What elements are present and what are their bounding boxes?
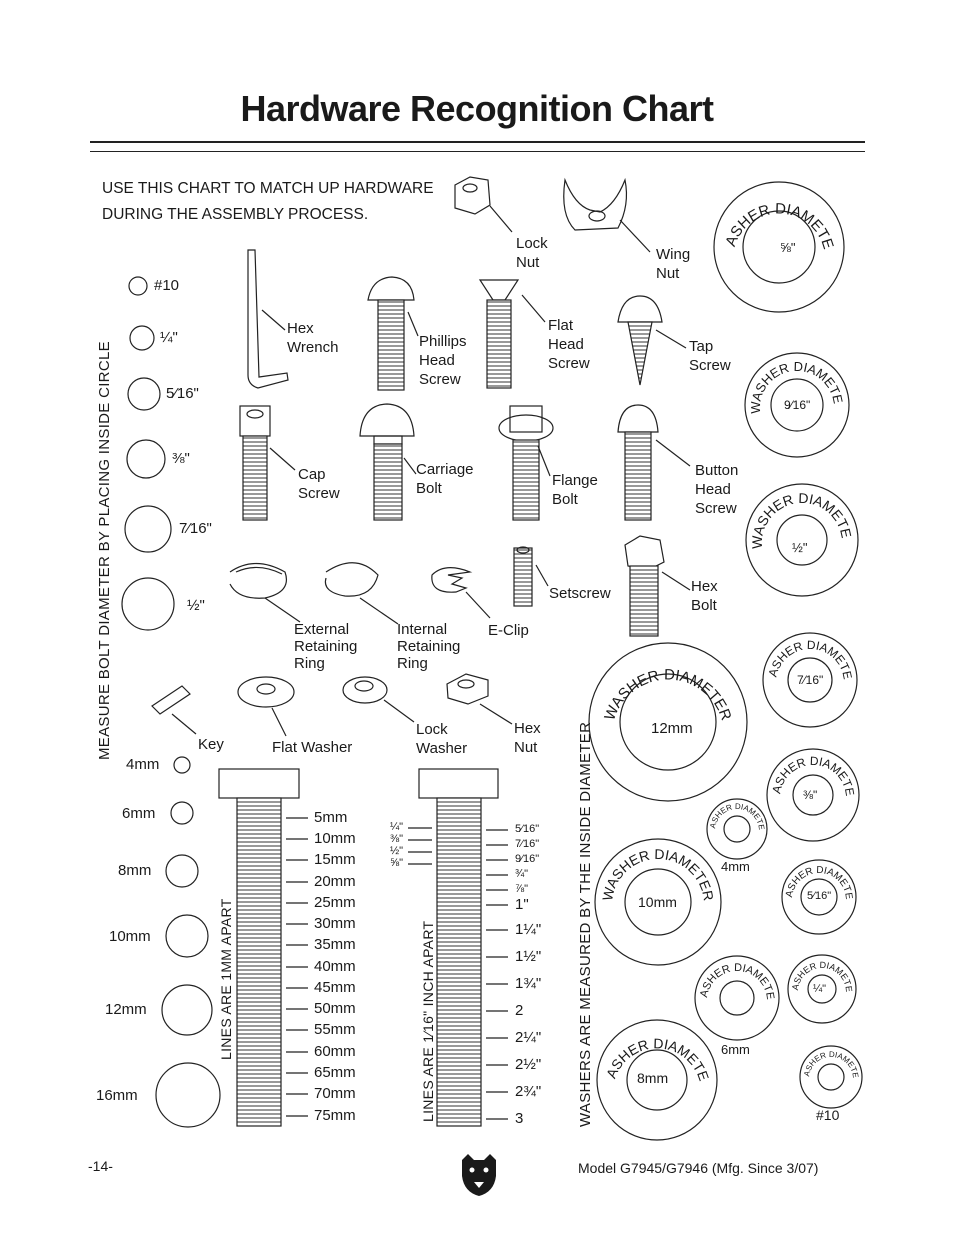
- svg-text:WASHER DIAMETER: WASHER DIAMETER: [0, 0, 766, 831]
- instructions-text: USE THIS CHART TO MATCH UP HARDWARE DURI…: [102, 180, 434, 223]
- label-hex-nut: Hex Nut: [514, 720, 541, 756]
- washer-size-8mm: 8mm: [637, 1070, 669, 1086]
- metric-mark: 35mm: [314, 936, 356, 953]
- label-key: Key: [198, 736, 224, 753]
- label-carriage-bolt: Carriage Bolt: [416, 461, 474, 497]
- washer-size-3-8: ⅜": [803, 788, 818, 802]
- inch-right-mark: 7⁄16": [515, 838, 540, 850]
- label-flat-head-screw: Flat Head Screw: [548, 317, 590, 372]
- washer-size-4mm: 4mm: [721, 859, 750, 874]
- gauge-label-8mm: 8mm: [118, 862, 152, 879]
- washer-size-6mm: 6mm: [721, 1042, 750, 1057]
- inch-right-mark: 1": [515, 896, 529, 913]
- metric-mark: 50mm: [314, 1000, 356, 1017]
- metric-mark: 55mm: [314, 1021, 356, 1038]
- washer-size-9-16: 9⁄16": [784, 398, 811, 412]
- washer-size-5-16: 5⁄16": [807, 890, 832, 902]
- metric-mark: 70mm: [314, 1085, 356, 1102]
- metric-mark: 30mm: [314, 915, 356, 932]
- metric-mark: 45mm: [314, 979, 356, 996]
- svg-text:WASHER DIAMETER: WASHER DIAMETER: [601, 666, 734, 722]
- gauge-circle-1-4: [129, 325, 155, 351]
- gauge-label-5-16: 5⁄16": [166, 385, 199, 402]
- inch-left-mark: ¼": [390, 821, 404, 833]
- inch-right-mark: 2¾": [515, 1083, 542, 1100]
- gauge-circle-7-16: [124, 505, 172, 553]
- metric-mark: 65mm: [314, 1064, 356, 1081]
- washer-size-10: #10: [816, 1107, 840, 1123]
- metric-mark: 5mm: [314, 809, 348, 826]
- metric-mark: 20mm: [314, 873, 356, 890]
- svg-text:WASHER DIAMETER: WASHER DIAMETER: [0, 0, 712, 1083]
- inch-left-mark: ⅝": [390, 857, 404, 869]
- gauge-label-7-16: 7⁄16": [179, 520, 212, 537]
- label-tap-screw: Tap Screw: [689, 338, 731, 374]
- washer-size-1-4: ¼": [813, 983, 827, 995]
- gauge-label-10: #10: [154, 277, 180, 294]
- inch-left-mark: ⅜": [390, 833, 404, 845]
- grizzly-bear-logo: [462, 1154, 496, 1196]
- svg-text:WASHER DIAMETER: WASHER DIAMETER: [0, 0, 860, 1079]
- label-lock-washer: Lock Washer: [416, 721, 468, 757]
- inch-right-mark: 1¾": [515, 975, 542, 992]
- gauge-label-12mm: 12mm: [105, 1001, 147, 1018]
- metric-mark: 25mm: [314, 894, 356, 911]
- label-e-clip: E-Clip: [488, 622, 529, 639]
- label-button-head-screw: Button Head Screw: [695, 462, 739, 517]
- title-rule-bottom: [90, 151, 865, 152]
- inch-right-mark: 2½": [515, 1056, 542, 1073]
- inch-right-mark: ¾": [515, 868, 529, 880]
- label-cap-screw: Cap Screw: [298, 466, 340, 502]
- inch-right-mark: 2: [515, 1002, 524, 1019]
- label-wing-nut: Wing Nut: [656, 246, 691, 282]
- page-number: -14-: [88, 1158, 113, 1174]
- gauge-label-4mm: 4mm: [126, 756, 160, 773]
- inch-right-mark: 2¼": [515, 1029, 542, 1046]
- inch-right-mark: 9⁄16": [515, 853, 540, 865]
- washer-size-12mm: 12mm: [651, 720, 693, 737]
- metric-mark: 10mm: [314, 830, 356, 847]
- model-info: Model G7945/G7946 (Mfg. Since 3/07): [578, 1160, 819, 1176]
- gauge-label-1-2: ½": [187, 597, 205, 614]
- label-flange-bolt: Flange Bolt: [552, 472, 598, 508]
- title-rule-top: [90, 141, 865, 143]
- washer-size-1-2: ½": [792, 540, 808, 555]
- page-title: Hardware Recognition Chart: [240, 88, 714, 129]
- label-internal-retaining-ring: Internal Retaining Ring: [397, 621, 461, 672]
- gauge-label-3-8: ⅜": [172, 450, 190, 467]
- gauge-label-6mm: 6mm: [122, 805, 156, 822]
- washer-size-5-8: ⅝": [780, 240, 796, 255]
- label-phillips-head-screw: Phillips Head Screw: [419, 333, 467, 388]
- gauge-label-10mm: 10mm: [109, 928, 151, 945]
- gauge-label-1-4: ¼": [160, 329, 178, 346]
- inch-right-mark: 1½": [515, 948, 542, 965]
- gauge-circle-3-8: [126, 439, 166, 479]
- gauge-circle-1-2: [121, 577, 175, 631]
- washer-size-7-16: 7⁄16": [797, 673, 824, 687]
- label-flat-washer: Flat Washer: [272, 739, 353, 756]
- gauge-circle-10: [128, 276, 148, 296]
- svg-text:WASHER DIAMETER: WASHER DIAMETER: [0, 0, 837, 251]
- inch-left-mark: ½": [390, 845, 404, 857]
- metric-mark: 40mm: [314, 958, 356, 975]
- inch-right-mark: 5⁄16": [515, 823, 540, 835]
- label-lock-nut: Lock Nut: [516, 235, 548, 271]
- label-hex-bolt: Hex Bolt: [691, 578, 718, 614]
- metric-mark: 60mm: [314, 1043, 356, 1060]
- washer-size-10mm: 10mm: [638, 894, 677, 910]
- inch-right-mark: 3: [515, 1110, 524, 1127]
- label-setscrew: Setscrew: [549, 585, 611, 602]
- label-external-retaining-ring: External Retaining Ring: [294, 621, 358, 672]
- label-hex-wrench: Hex Wrench: [287, 320, 339, 356]
- inch-right-mark: ⅞": [515, 883, 529, 895]
- gauge-label-16mm: 16mm: [96, 1087, 138, 1104]
- metric-mark: 15mm: [314, 851, 356, 868]
- inch-right-mark: 1¼": [515, 921, 542, 938]
- gauge-circle-5-16: [127, 377, 161, 411]
- metric-mark: 75mm: [314, 1107, 356, 1124]
